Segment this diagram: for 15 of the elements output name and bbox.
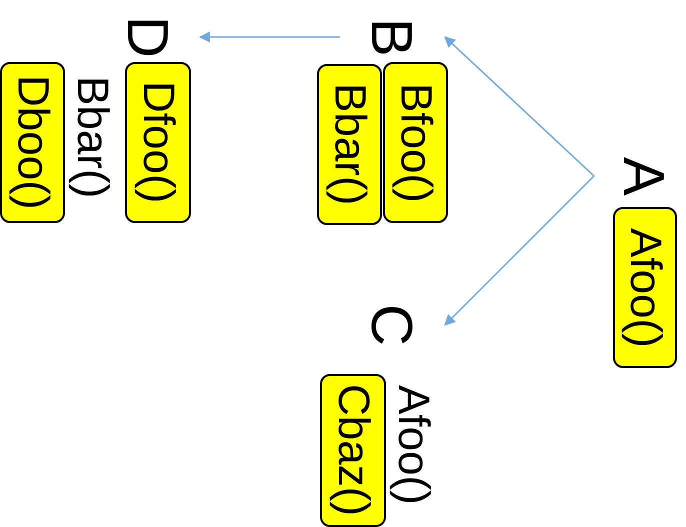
class-name: C xyxy=(362,302,445,348)
method-name: Afoo() xyxy=(391,385,435,505)
class-name: A xyxy=(594,150,662,202)
class-name: D xyxy=(118,12,200,62)
arrow xyxy=(198,32,340,42)
method-box: Bbar() xyxy=(317,64,382,225)
arrow xyxy=(444,175,595,326)
method-box: Afoo() xyxy=(613,207,677,368)
arrow xyxy=(444,36,595,177)
class-name: B xyxy=(340,14,445,60)
method-box: Bfoo() xyxy=(383,62,448,223)
method-box: Dboo() xyxy=(0,62,65,223)
method-box: Dfoo() xyxy=(125,62,191,223)
method-name: Bbar() xyxy=(70,76,114,198)
method-box: Cbaz() xyxy=(320,374,386,527)
